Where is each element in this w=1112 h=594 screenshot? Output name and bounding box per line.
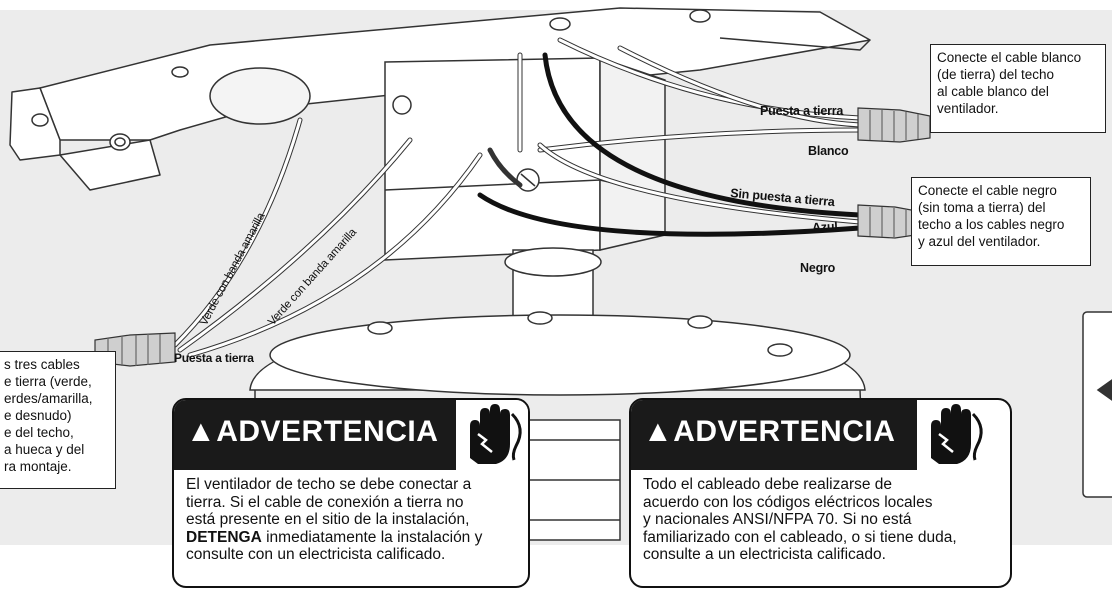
label-black: Negro: [800, 261, 836, 275]
warning-box-grounding: ▲ADVERTENCIA El ventilador de techo se d…: [172, 398, 530, 588]
warning-triangle-icon: ▲: [643, 415, 674, 448]
callout-white-wire: Conecte el cable blanco (de tierra) del …: [930, 44, 1106, 133]
shock-icon-box: [456, 400, 528, 470]
cropped-panel: [1082, 311, 1112, 498]
callout-black-wire: Conecte el cable negro (sin toma a tierr…: [911, 177, 1091, 266]
label-blue: Azul: [811, 219, 838, 235]
electric-shock-hand-icon: [931, 404, 983, 464]
label-ground-top: Puesta a tierra: [760, 104, 844, 118]
warning-title: ADVERTENCIA: [216, 415, 439, 448]
electric-shock-hand-icon: [470, 404, 522, 464]
shock-icon-box: [917, 400, 991, 470]
callout-ground-wires: s tres cables e tierra (verde, erdes/ama…: [0, 351, 116, 489]
warning-header: ▲ADVERTENCIA: [174, 400, 456, 470]
warning-header: ▲ADVERTENCIA: [631, 400, 917, 470]
wires: [172, 37, 863, 358]
motor-housing: [249, 311, 866, 541]
warning-text: Todo el cableado debe realizarse de acue…: [643, 476, 957, 563]
label-white: Blanco: [808, 144, 849, 158]
warning-triangle-icon: ▲: [186, 415, 217, 448]
label-ground-left: Puesta a tierra: [174, 351, 254, 365]
warning-title: ADVERTENCIA: [673, 415, 896, 448]
warning-text: El ventilador de techo se debe conectar …: [186, 476, 483, 563]
warning-box-wiring-codes: ▲ADVERTENCIA Todo el cableado debe reali…: [629, 398, 1012, 588]
